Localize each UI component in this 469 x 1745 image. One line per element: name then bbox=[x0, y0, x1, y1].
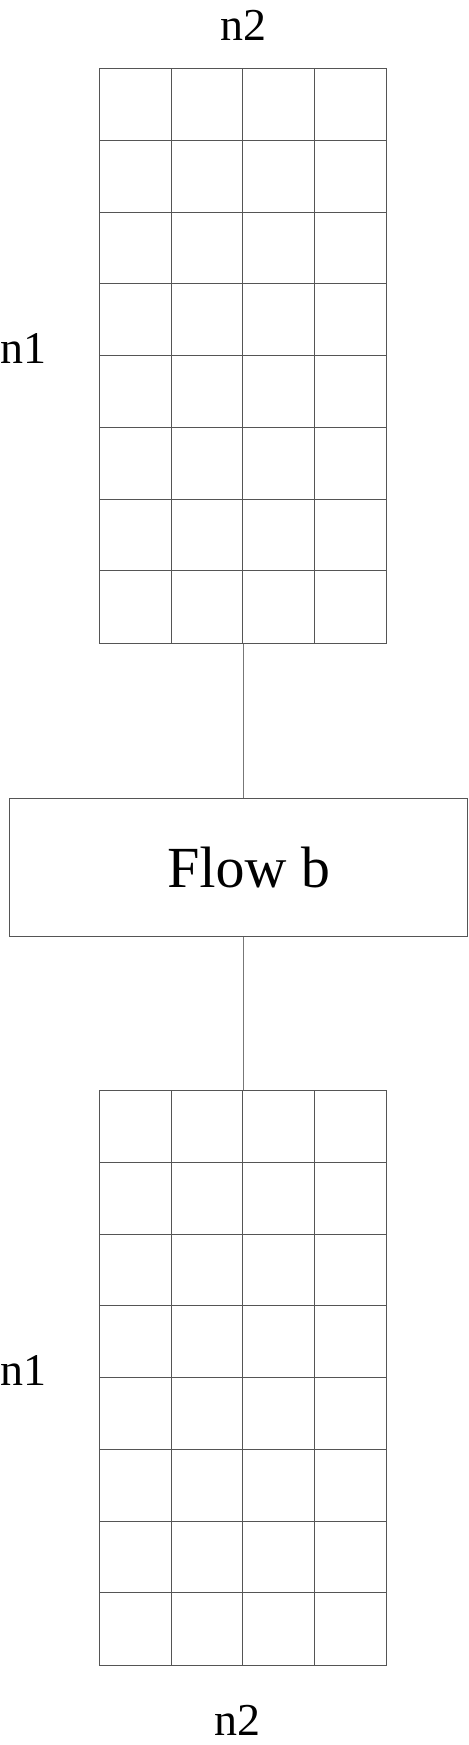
grid-cell bbox=[243, 1091, 315, 1163]
grid-cell bbox=[171, 1521, 243, 1594]
grid-cell bbox=[314, 1522, 386, 1594]
grid-cell bbox=[314, 213, 386, 285]
grid-cell bbox=[243, 1521, 315, 1594]
grid-cell bbox=[171, 1162, 243, 1235]
grid-cell bbox=[314, 69, 386, 141]
grid-cell bbox=[100, 1306, 172, 1378]
grid-cell bbox=[314, 500, 386, 572]
grid-cell bbox=[100, 571, 172, 643]
grid-cell bbox=[314, 1091, 386, 1163]
grid-cell bbox=[171, 1449, 243, 1522]
grid-cell bbox=[171, 356, 243, 428]
grid-cell bbox=[172, 571, 243, 643]
grid-cell bbox=[243, 427, 315, 500]
grid-cell bbox=[171, 69, 243, 141]
grid-cell bbox=[243, 1449, 315, 1522]
grid-cell bbox=[100, 1162, 172, 1235]
grid-cell bbox=[171, 284, 243, 356]
grid-cell bbox=[171, 1378, 243, 1450]
grid-cell bbox=[314, 1450, 386, 1522]
grid-cell bbox=[243, 1593, 315, 1665]
grid-cell bbox=[171, 140, 243, 213]
grid-cell bbox=[243, 69, 315, 141]
grid-cell bbox=[100, 284, 172, 356]
grid-cell bbox=[314, 1235, 386, 1307]
grid-cell bbox=[314, 1163, 386, 1235]
grid-cell bbox=[315, 1593, 387, 1665]
grid-cell bbox=[314, 356, 386, 428]
bottom-grid-column-label: n2 bbox=[214, 1694, 260, 1745]
top-grid-row-label: n1 bbox=[0, 322, 46, 373]
grid-cell bbox=[100, 140, 172, 213]
flow-box: Flow b bbox=[9, 798, 468, 937]
grid-cell bbox=[243, 1162, 315, 1235]
grid-cell bbox=[243, 212, 315, 285]
grid-cell bbox=[100, 427, 172, 500]
connector-line-bottom bbox=[243, 937, 244, 1090]
top-grid bbox=[99, 68, 387, 644]
grid-cell bbox=[172, 1593, 243, 1665]
grid-cell bbox=[314, 141, 386, 213]
grid-cell bbox=[100, 1593, 172, 1665]
grid-cell bbox=[100, 212, 172, 285]
grid-cell bbox=[100, 1378, 172, 1450]
grid-cell bbox=[243, 356, 315, 428]
grid-cell bbox=[171, 427, 243, 500]
grid-cell bbox=[243, 1306, 315, 1378]
grid-cell bbox=[314, 428, 386, 500]
grid-cell bbox=[171, 1306, 243, 1378]
grid-cell bbox=[243, 499, 315, 572]
grid-cell bbox=[243, 140, 315, 213]
grid-cell bbox=[243, 571, 315, 643]
grid-cell bbox=[171, 1091, 243, 1163]
grid-cell bbox=[100, 356, 172, 428]
grid-cell bbox=[100, 1234, 172, 1307]
grid-cell bbox=[314, 1378, 386, 1450]
grid-cell bbox=[100, 69, 172, 141]
grid-cell bbox=[100, 1091, 172, 1163]
grid-cell bbox=[100, 1521, 172, 1594]
grid-cell bbox=[100, 499, 172, 572]
grid-cell bbox=[171, 499, 243, 572]
grid-cell bbox=[171, 212, 243, 285]
grid-cell bbox=[243, 284, 315, 356]
top-grid-column-label: n2 bbox=[220, 0, 266, 50]
grid-cell bbox=[243, 1378, 315, 1450]
bottom-grid-row-label: n1 bbox=[0, 1344, 46, 1395]
bottom-grid bbox=[99, 1090, 387, 1666]
flow-label: Flow b bbox=[167, 834, 330, 900]
grid-cell bbox=[243, 1234, 315, 1307]
grid-cell bbox=[314, 1306, 386, 1378]
grid-cell bbox=[315, 571, 387, 643]
grid-cell bbox=[171, 1234, 243, 1307]
grid-cell bbox=[100, 1449, 172, 1522]
grid-cell bbox=[314, 284, 386, 356]
connector-line-top bbox=[243, 644, 244, 798]
